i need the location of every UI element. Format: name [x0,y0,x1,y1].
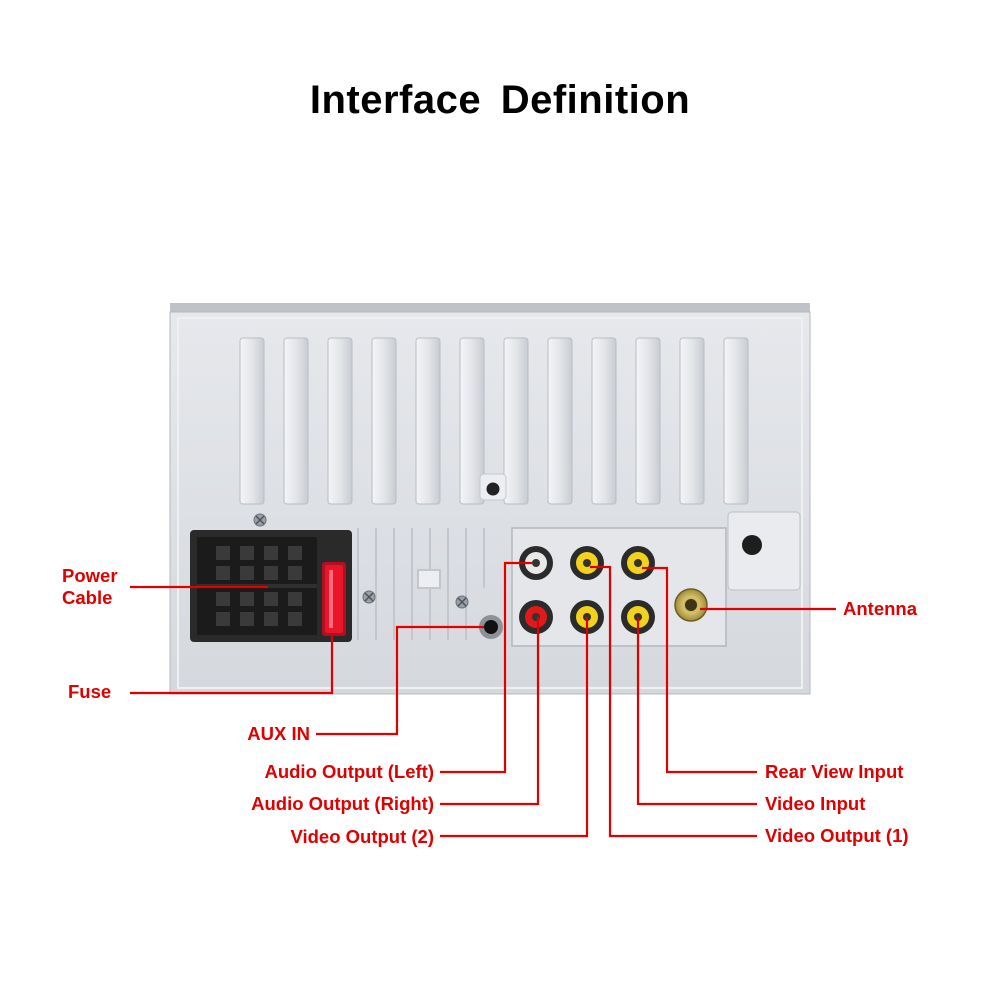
page-title: Interface Definition [309,78,691,122]
rca-jack-video-output-1 [570,546,604,580]
rca-jack-audio-left [519,546,553,580]
label-audio-output-left: Audio Output (Left) [264,761,434,782]
side-mount-block [727,511,801,591]
label-video-input: Video Input [765,793,866,814]
label-fuse: Fuse [68,681,112,702]
label-power-cable: Power Cable [62,565,118,609]
label-rear-view-input: Rear View Input [765,761,904,782]
antenna-socket [674,588,708,622]
label-antenna: Antenna [843,598,917,619]
cooling-fins [239,337,749,505]
label-audio-output-right: Audio Output (Right) [251,793,434,814]
rca-panel [511,527,727,647]
label-video-output-2: Video Output (2) [290,826,434,847]
label-power-cable-line1: Power [62,565,118,586]
fuse-icon [322,562,346,636]
mount-hole [486,482,500,496]
leader-lines [130,561,836,838]
label-power-cable-line2: Cable [62,587,113,608]
aux-in-jack [479,615,503,639]
label-video-output-1: Video Output (1) [765,825,909,846]
rca-jack-rear-view-input [621,546,655,580]
lower-vents [357,528,485,640]
rca-jack-audio-right [519,600,553,634]
label-aux-in: AUX IN [247,723,310,744]
